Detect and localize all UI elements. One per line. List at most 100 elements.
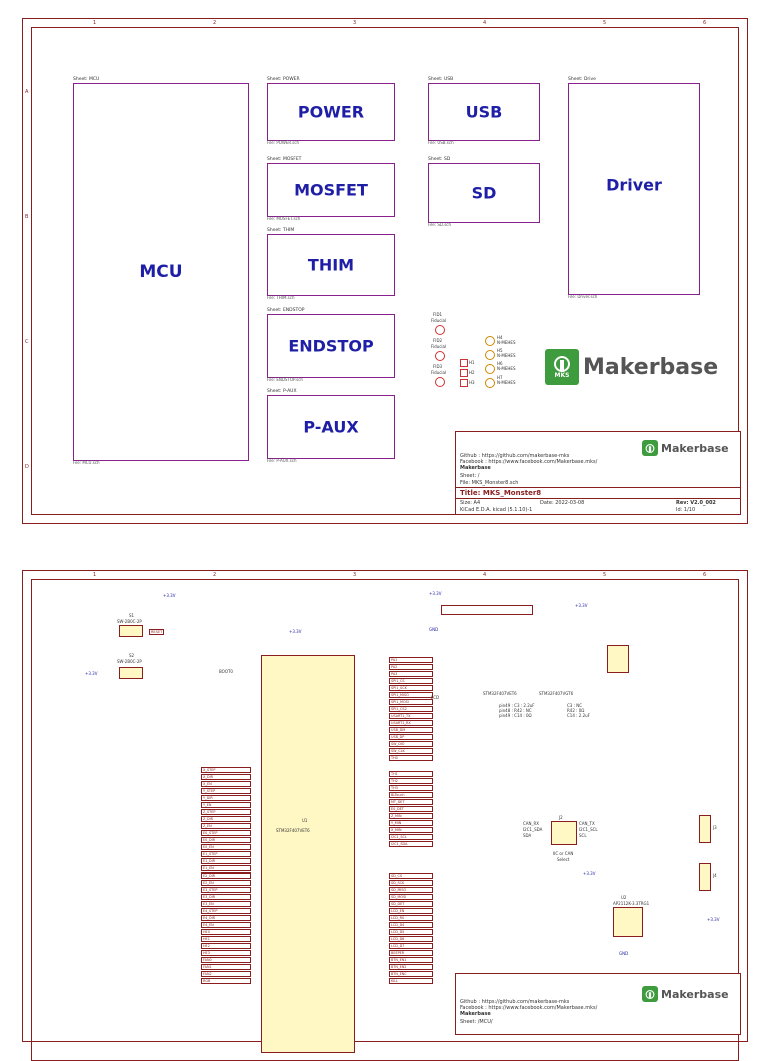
scl-left: SCL — [579, 833, 587, 838]
title2-logo-glyph — [645, 989, 655, 999]
can-rx-left: CAN_RX — [523, 821, 540, 826]
net-right-5: SPI1_MISO — [389, 692, 433, 698]
net-right2-7: Y_MIN — [389, 820, 433, 826]
variant-col1: STM32F407VET6 — [483, 691, 517, 696]
hier-sheet-paux[interactable]: P-AUX — [267, 395, 395, 459]
sheet-frame — [31, 27, 739, 515]
net-left2-1: E2_EN — [201, 880, 251, 886]
net-left-13: E1_DIR — [201, 858, 251, 864]
net-left2-7: E4_EN — [201, 922, 251, 928]
hier-sheet-power[interactable]: POWER — [267, 83, 395, 141]
net-right2-5: E0_DET — [389, 806, 433, 812]
switch-s2 — [119, 667, 143, 679]
mcu-value: STM32F407VET6 — [276, 828, 310, 833]
variant-row2-b: R42 : 0Ω — [567, 708, 585, 713]
net-right-14: TH0 — [389, 755, 433, 761]
title-block-2: Makerbase Github : https://github.com/ma… — [455, 973, 741, 1035]
fiducial-3-val: Fiducial — [431, 370, 447, 375]
net-left-1: X_DIR — [201, 774, 251, 780]
fiducial-2-val: Fiducial — [431, 344, 447, 349]
net-right2-2: TH3 — [389, 785, 433, 791]
hier-sheet-endstop[interactable]: ENDSTOP — [267, 314, 395, 378]
ruler2-col-4: 4 — [483, 572, 487, 578]
net-left-5: Y_EN — [201, 802, 251, 808]
mcu-chip-u1: U1 STM32F407VET6 — [261, 655, 355, 1053]
net-left2-13: FAN1 — [201, 964, 251, 970]
net-right3-4: SD_DET — [389, 901, 433, 907]
driver-sheet-file: File: Driver.sch — [568, 294, 598, 299]
id-field: Id: 1/10 — [676, 507, 696, 513]
date-field: Date: 2022-03-08 — [540, 500, 585, 506]
net-right-2: PA3 — [389, 671, 433, 677]
u2-value: AP2112K-3.3TRG1 — [613, 901, 650, 906]
sd-sheet-file: File: SD.sch — [428, 222, 452, 227]
title-block-logo: Makerbase — [642, 440, 729, 456]
net-right-0: PA1 — [389, 657, 433, 663]
makerbase-logo-icon: MKS — [545, 349, 579, 385]
net-left2-8: HE0 — [201, 929, 251, 935]
select-caption-2: Select — [557, 857, 570, 862]
net-left-6: Z_STEP — [201, 809, 251, 815]
vcc-label-4: +3.3V — [575, 603, 588, 608]
net-left-12: E1_STEP — [201, 851, 251, 857]
net-right3-6: LCD_RS — [389, 915, 433, 921]
net-right3-5: LCD_EN — [389, 908, 433, 914]
mount-h1-ref: H1 — [469, 360, 475, 365]
mcu-schematic-sheet: 1 2 3 4 5 6 +3.3V S1 SW-2B0C-2P RESET S2… — [22, 570, 748, 1061]
endstop-sheet-file: File: ENDSTOP.sch — [267, 377, 303, 382]
ruler-col-3: 3 — [353, 20, 357, 26]
net-right2-8: X_MIN — [389, 827, 433, 833]
net-left-4: Y_DIR — [201, 795, 251, 801]
hole-h5-ref: H5 — [497, 348, 503, 353]
left-net-column-2: E2_DIR E2_EN E3_STEP E3_DIR E3_EN E4_STE… — [201, 873, 251, 985]
ruler2-col-2: 2 — [213, 572, 217, 578]
root-schematic-sheet: 1 2 3 4 5 6 A B C D Sheet: MCU MCU File:… — [22, 18, 748, 524]
net-right3-8: LCD_D5 — [389, 929, 433, 935]
logo-icon-text: MKS — [554, 371, 570, 379]
mount-h2-symbol — [460, 369, 468, 377]
connector-u-top-right — [607, 645, 629, 673]
net-right-9: USART1_RX — [389, 720, 433, 726]
makerbase-logo-text: Makerbase — [583, 354, 719, 380]
vcc-label-6: +3.3V — [707, 917, 720, 922]
left-net-column-1: X_STEP X_DIR X_EN Y_STEP Y_DIR Y_EN Z_ST… — [201, 767, 251, 879]
can-tx-left: CAN_TX — [579, 821, 595, 826]
net-left-2: X_EN — [201, 781, 251, 787]
ruler-row-d: D — [25, 464, 29, 470]
connector-j3-ref: J3 — [713, 825, 717, 830]
net-right-4: SPI1_SCK — [389, 685, 433, 691]
net-right3-7: LCD_D4 — [389, 922, 433, 928]
hier-sheet-mosfet[interactable]: MOSFET — [267, 163, 395, 217]
hole-h7-val: N-MEHES — [497, 380, 516, 385]
hier-sheet-driver[interactable]: Driver — [568, 83, 700, 295]
ruler-row-a: A — [25, 89, 29, 95]
fiducial-1-ref: FID1 — [433, 312, 443, 317]
right-net-column-2: TH1 TH2 TH3 BLTouch MT_DET E0_DET Z_MIN … — [389, 771, 433, 848]
hole-h4-ref: H4 — [497, 335, 503, 340]
vcc-label-mcu: +3.3V — [289, 629, 302, 634]
usb-sheet-name: Sheet: USB — [428, 77, 454, 82]
ruler2-col-5: 5 — [603, 572, 607, 578]
net-right-8: USART1_TX — [389, 713, 433, 719]
hole-h6-ref: H6 — [497, 361, 503, 366]
usb-sheet-file: File: USB.sch — [428, 140, 454, 145]
mosfet-sheet-name: Sheet: MOSFET — [267, 157, 302, 162]
driver-sheet-label: Driver — [606, 175, 662, 195]
title-divider-2 — [456, 498, 740, 499]
connector-j4 — [699, 863, 711, 891]
vcc-label-2: +3.3V — [85, 671, 98, 676]
ruler2-col-3: 3 — [353, 572, 357, 578]
net-right-13: SW_CLK — [389, 748, 433, 754]
hier-sheet-sd[interactable]: SD — [428, 163, 540, 223]
title-logo-glyph — [645, 443, 655, 453]
hier-sheet-usb[interactable]: USB — [428, 83, 540, 141]
sheet-path: Sheet: / — [460, 473, 480, 479]
net-right3-3: SD_MOSI — [389, 894, 433, 900]
net-left2-9: HE1 — [201, 936, 251, 942]
hier-sheet-mcu[interactable]: MCU — [73, 83, 249, 461]
mcu-ref: U1 — [302, 818, 308, 823]
net-right2-0: TH1 — [389, 771, 433, 777]
net-right2-10: I2C1_SDA — [389, 841, 433, 847]
hole-h6-val: N-MEHES — [497, 366, 516, 371]
hier-sheet-thim[interactable]: THIM — [267, 234, 395, 296]
